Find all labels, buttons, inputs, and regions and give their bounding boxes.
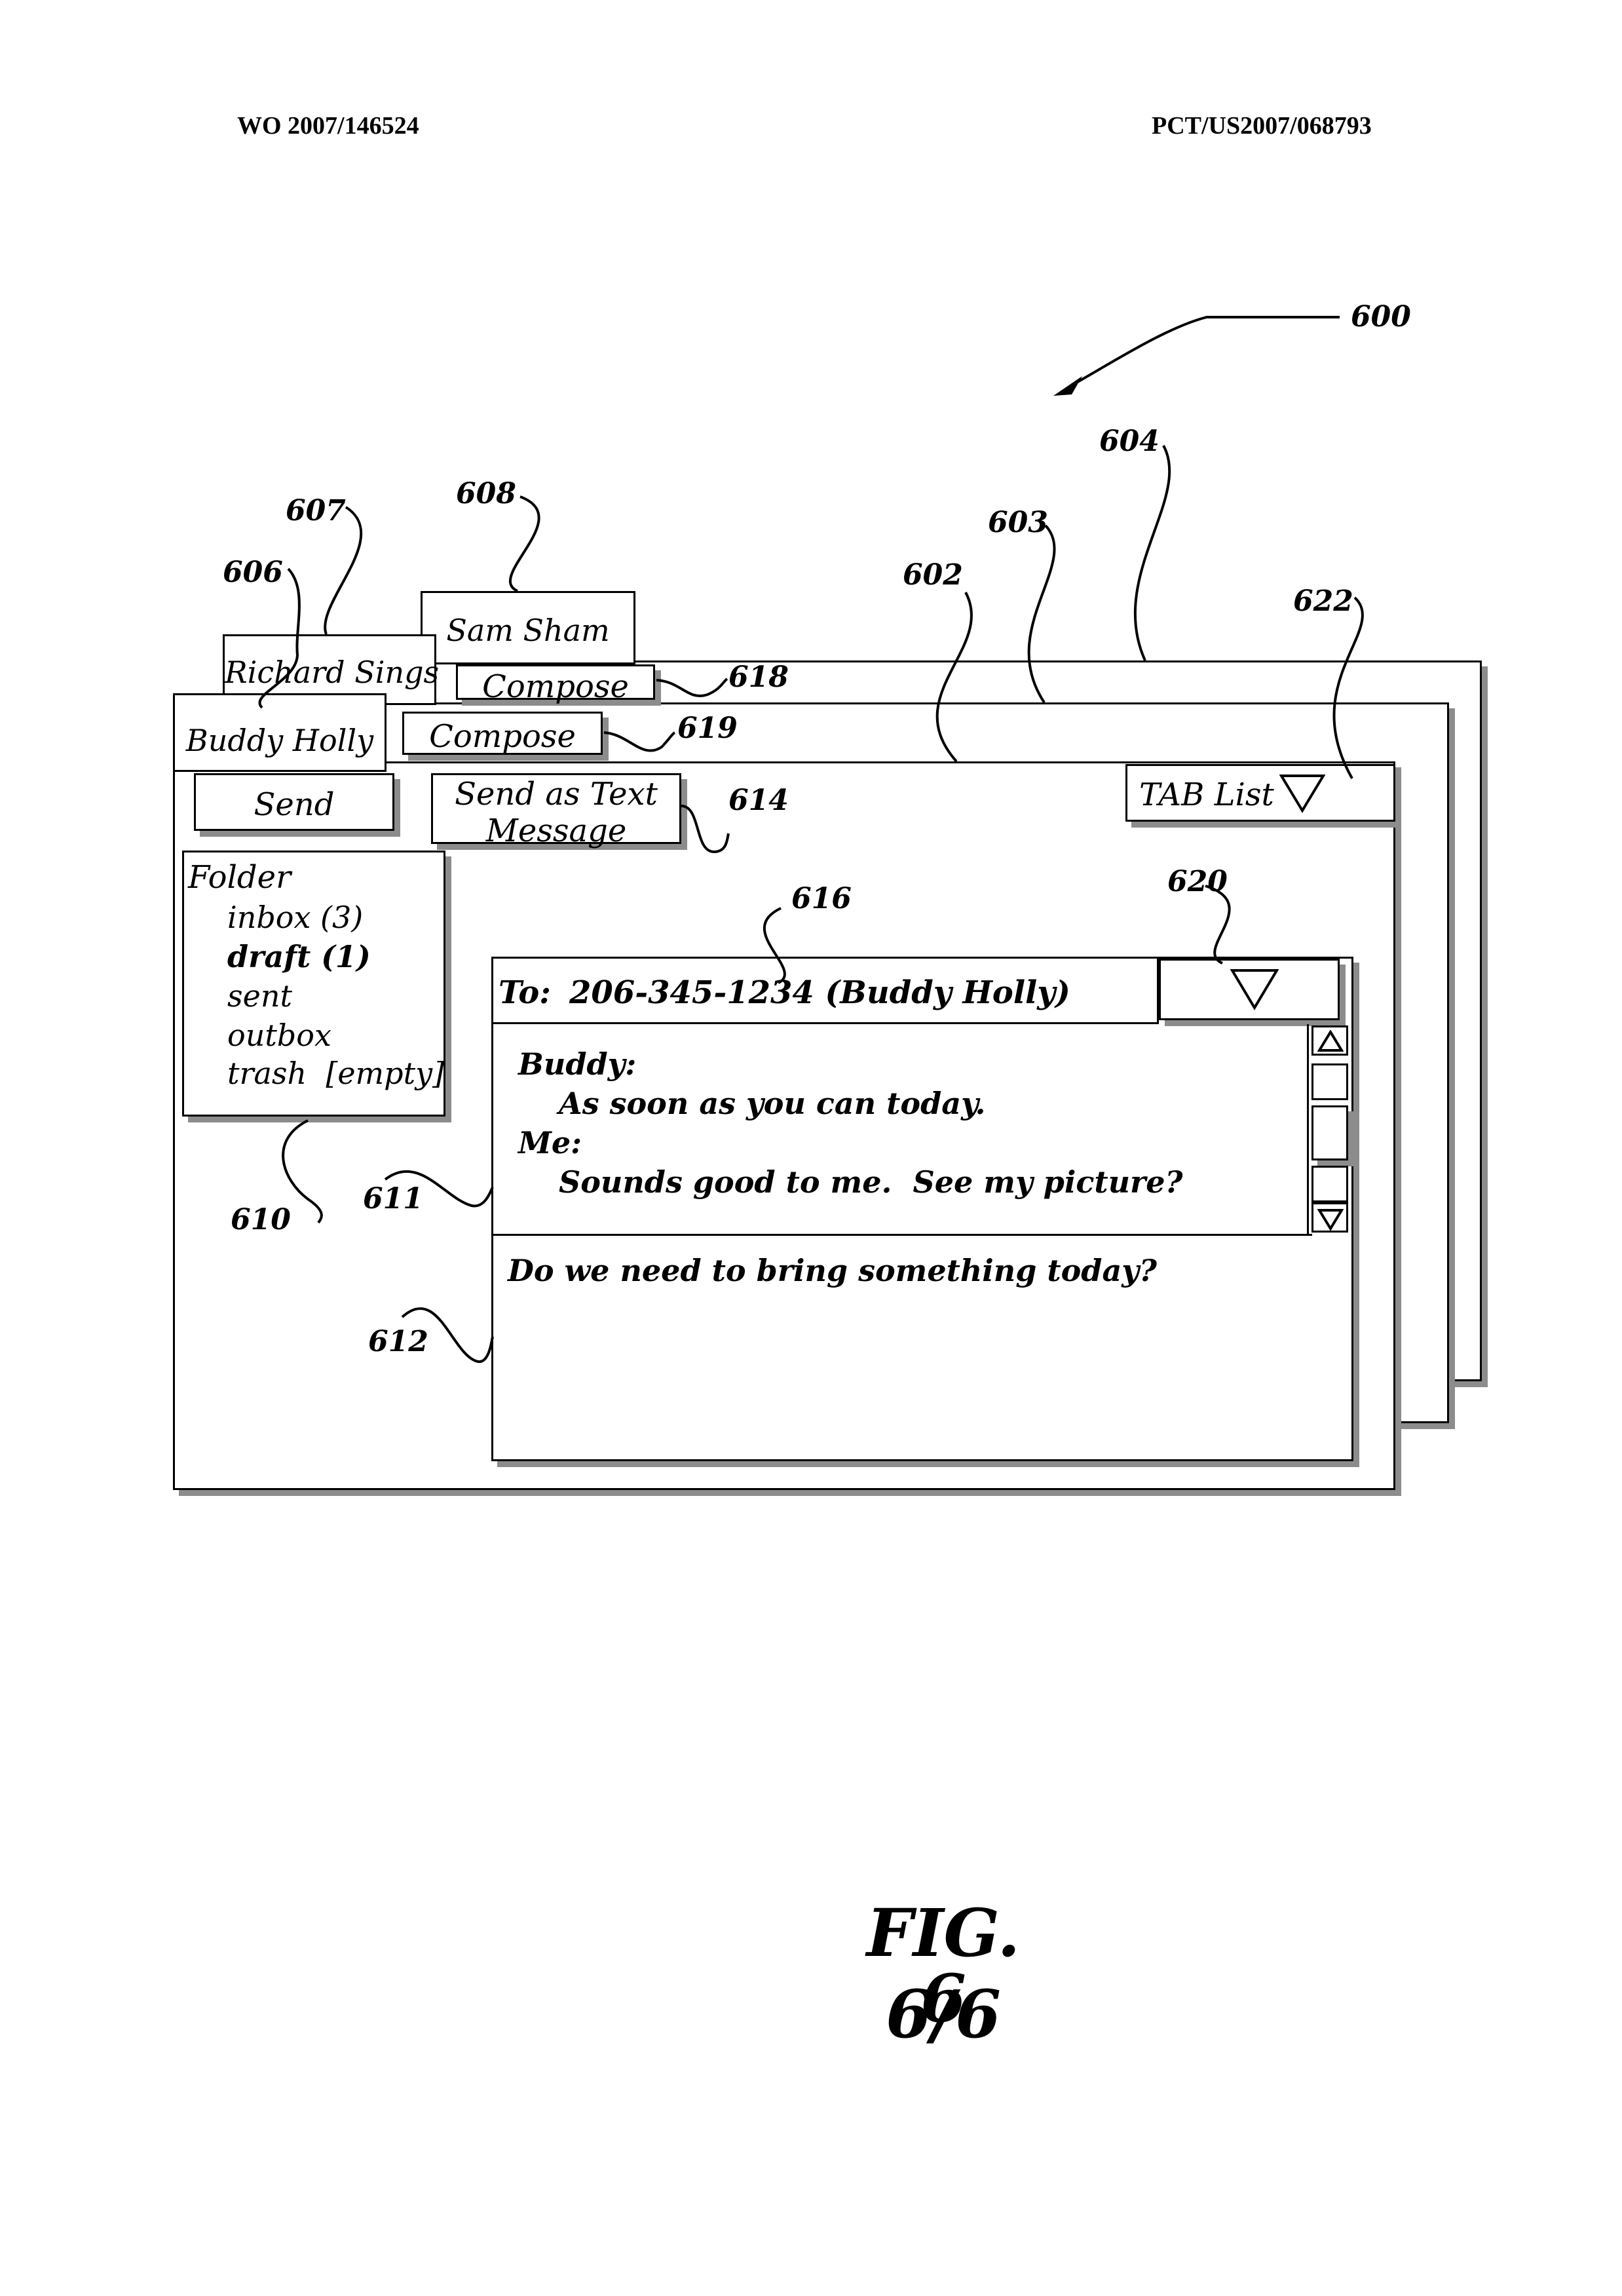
ref-600: 600 xyxy=(1351,303,1411,332)
ref-618: 618 xyxy=(728,663,789,692)
ref-602: 602 xyxy=(903,561,963,590)
arrow-600-head xyxy=(1053,376,1082,396)
ref-619: 619 xyxy=(677,714,738,743)
ref-608: 608 xyxy=(456,480,516,508)
ref-607: 607 xyxy=(286,497,346,526)
arrow-600-shaft xyxy=(1072,317,1340,385)
sheet-number: 6/6 xyxy=(845,1981,1042,2047)
ref-614: 614 xyxy=(728,786,789,815)
ref-606: 606 xyxy=(223,558,283,587)
ref-603: 603 xyxy=(988,508,1048,537)
ref-610: 610 xyxy=(231,1206,291,1234)
ref-611: 611 xyxy=(363,1185,423,1214)
ref-620: 620 xyxy=(1167,868,1228,896)
ref-616: 616 xyxy=(791,885,852,913)
ref-622: 622 xyxy=(1293,587,1353,616)
ref-604: 604 xyxy=(1099,427,1160,456)
ref-612: 612 xyxy=(368,1328,428,1356)
